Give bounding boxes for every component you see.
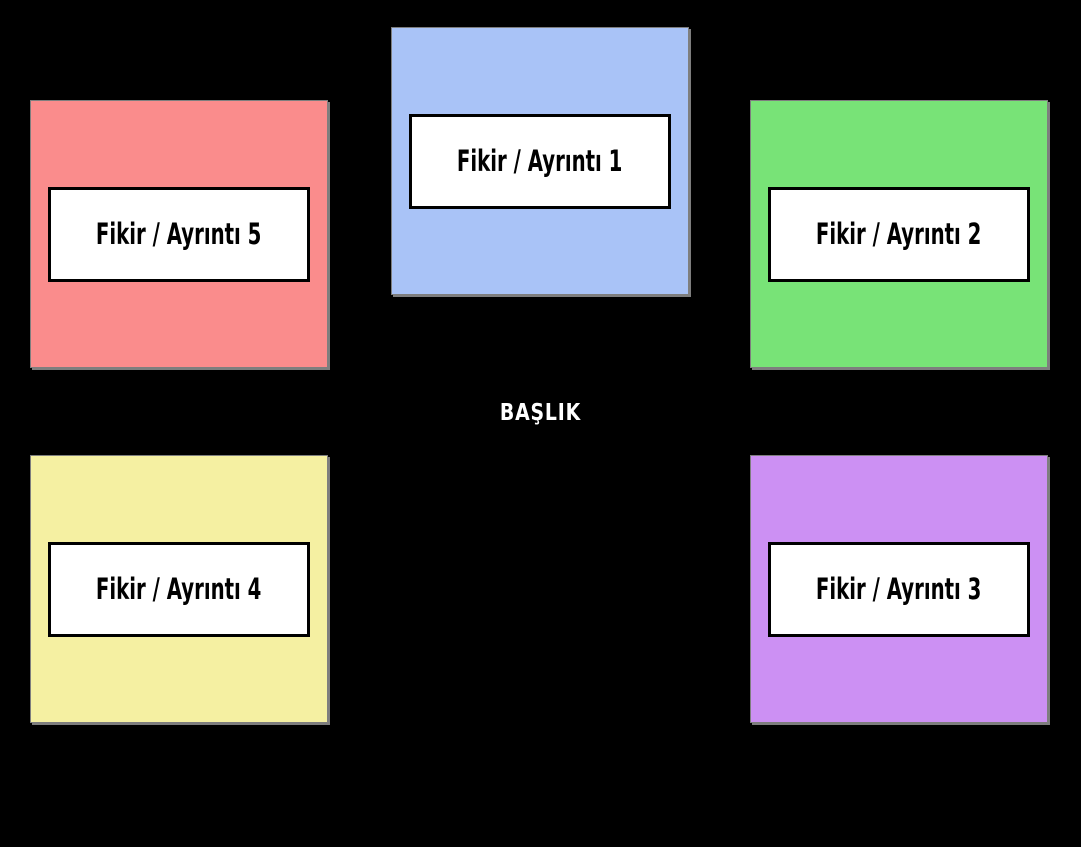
cell-idea-3-label-box[interactable]: Fikir / Ayrıntı 3 (768, 541, 1030, 637)
cell-idea-1-label-box[interactable]: Fikir / Ayrıntı 1 (409, 113, 671, 209)
cell-idea-5-label: Fikir / Ayrıntı 5 (96, 217, 262, 251)
cell-idea-4[interactable]: Fikir / Ayrıntı 4 (30, 455, 328, 723)
cell-idea-3-label: Fikir / Ayrıntı 3 (816, 572, 982, 606)
cell-idea-2[interactable]: Fikir / Ayrıntı 2 (750, 100, 1048, 368)
cell-idea-3[interactable]: Fikir / Ayrıntı 3 (750, 455, 1048, 723)
board-title-text[interactable]: BAŞLIK (499, 400, 582, 426)
cell-idea-1-label: Fikir / Ayrıntı 1 (457, 144, 623, 178)
cell-idea-2-label-box[interactable]: Fikir / Ayrıntı 2 (768, 186, 1030, 282)
cell-idea-4-label: Fikir / Ayrıntı 4 (96, 572, 262, 606)
cell-idea-5[interactable]: Fikir / Ayrıntı 5 (30, 100, 328, 368)
cell-idea-2-label: Fikir / Ayrıntı 2 (816, 217, 982, 251)
board-title: BAŞLIK (0, 400, 1081, 426)
cell-idea-4-label-box[interactable]: Fikir / Ayrıntı 4 (48, 541, 310, 637)
cell-idea-1[interactable]: Fikir / Ayrıntı 1 (391, 27, 689, 295)
cell-idea-5-label-box[interactable]: Fikir / Ayrıntı 5 (48, 186, 310, 282)
